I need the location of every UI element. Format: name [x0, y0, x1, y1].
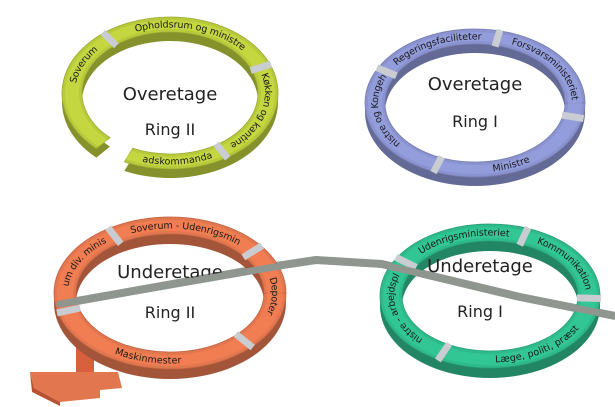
floor-label: Overetage: [123, 84, 218, 105]
segment-divider: [100, 29, 119, 49]
segment-divider: [249, 60, 273, 74]
segment-divider: [105, 225, 124, 246]
segment-divider: [434, 341, 453, 363]
ring-top-surface: [364, 28, 586, 178]
segment-divider: [56, 304, 81, 317]
floor-label: Underetage: [427, 256, 533, 277]
ring-name-label: Ring II: [145, 303, 195, 322]
segment-divider: [241, 242, 265, 261]
ring-name-label: Ring II: [145, 120, 195, 139]
ring-name-label: Ring I: [452, 112, 498, 131]
floor-label: Overetage: [428, 74, 523, 95]
segment-divider: [430, 155, 445, 175]
segment-divider: [576, 294, 602, 303]
ring-top-surface: [61, 16, 279, 170]
segment-divider: [561, 111, 585, 123]
ring-top-surface: [379, 223, 601, 369]
segment-divider: [375, 64, 398, 80]
segment-divider: [213, 141, 231, 161]
segment-divider: [394, 254, 418, 271]
ring-top-surface: [53, 216, 287, 370]
entrance-stem: [30, 345, 122, 406]
segment-divider: [491, 28, 504, 48]
corridor-overlay: [56, 260, 615, 320]
segment-divider: [516, 225, 532, 247]
segment-divider: [233, 331, 255, 351]
ring-name-label: Ring I: [457, 302, 503, 321]
